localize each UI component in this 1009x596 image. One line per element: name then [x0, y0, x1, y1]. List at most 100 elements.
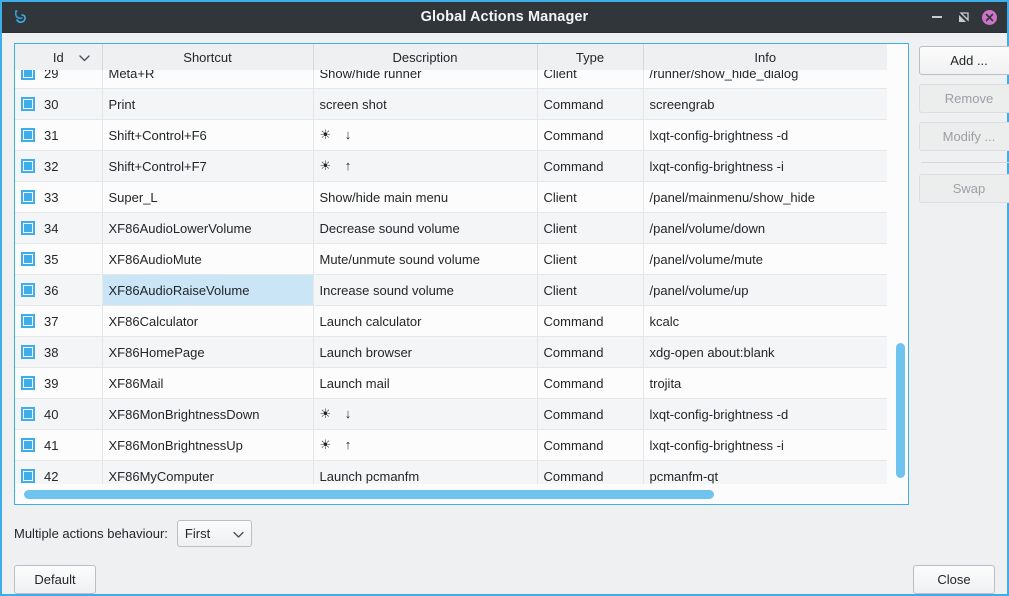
cell-description[interactable]: Mute/unmute sound volume	[313, 243, 538, 275]
cell-description[interactable]: ☀ ↓	[313, 398, 538, 430]
cell-id[interactable]: 29	[15, 70, 103, 89]
cell-shortcut[interactable]: XF86Mail	[102, 367, 314, 399]
row-enabled-checkbox[interactable]	[21, 283, 35, 297]
cell-type[interactable]: Command	[537, 150, 644, 182]
cell-id[interactable]: 31	[15, 119, 103, 151]
cell-info[interactable]: /panel/volume/down	[643, 212, 887, 244]
behaviour-select[interactable]: First	[176, 520, 252, 547]
column-header-info[interactable]: Info	[643, 44, 887, 71]
horizontal-scrollbar-thumb[interactable]	[24, 490, 714, 499]
cell-description[interactable]: ☀ ↑	[313, 429, 538, 461]
cell-description[interactable]: Launch mail	[313, 367, 538, 399]
cell-type[interactable]: Command	[537, 305, 644, 337]
cell-type[interactable]: Client	[537, 212, 644, 244]
vertical-scrollbar[interactable]	[893, 71, 907, 504]
cell-shortcut[interactable]: XF86AudioMute	[102, 243, 314, 275]
title-bar[interactable]: Global Actions Manager	[2, 2, 1007, 33]
column-header-id[interactable]: Id	[15, 44, 103, 71]
cell-info[interactable]: screengrab	[643, 88, 887, 120]
cell-description[interactable]: Launch calculator	[313, 305, 538, 337]
cell-info[interactable]: xdg-open about:blank	[643, 336, 887, 368]
cell-id[interactable]: 30	[15, 88, 103, 120]
cell-type[interactable]: Client	[537, 243, 644, 275]
row-enabled-checkbox[interactable]	[21, 469, 35, 483]
cell-id[interactable]: 38	[15, 336, 103, 368]
cell-description[interactable]: Show/hide main menu	[313, 181, 538, 213]
cell-info[interactable]: kcalc	[643, 305, 887, 337]
modify-button[interactable]: Modify ...	[919, 122, 1009, 151]
cell-id[interactable]: 35	[15, 243, 103, 275]
cell-shortcut[interactable]: Super_L	[102, 181, 314, 213]
row-enabled-checkbox[interactable]	[21, 376, 35, 390]
cell-description[interactable]: Decrease sound volume	[313, 212, 538, 244]
cell-info[interactable]: /panel/volume/up	[643, 274, 887, 306]
cell-info[interactable]: lxqt-config-brightness -i	[643, 429, 887, 461]
cell-shortcut[interactable]: Meta+R	[102, 70, 314, 89]
row-enabled-checkbox[interactable]	[21, 190, 35, 204]
cell-info[interactable]: trojita	[643, 367, 887, 399]
cell-id[interactable]: 41	[15, 429, 103, 461]
cell-type[interactable]: Command	[537, 336, 644, 368]
row-enabled-checkbox[interactable]	[21, 128, 35, 142]
cell-type[interactable]: Command	[537, 119, 644, 151]
remove-button[interactable]: Remove	[919, 84, 1009, 113]
cell-description[interactable]: Launch browser	[313, 336, 538, 368]
cell-type[interactable]: Command	[537, 429, 644, 461]
cell-shortcut[interactable]: Shift+Control+F7	[102, 150, 314, 182]
cell-info[interactable]: lxqt-config-brightness -d	[643, 119, 887, 151]
cell-id[interactable]: 34	[15, 212, 103, 244]
row-enabled-checkbox[interactable]	[21, 159, 35, 173]
row-enabled-checkbox[interactable]	[21, 70, 35, 80]
cell-info[interactable]: /panel/mainmenu/show_hide	[643, 181, 887, 213]
row-enabled-checkbox[interactable]	[21, 221, 35, 235]
cell-description[interactable]: screen shot	[313, 88, 538, 120]
cell-shortcut[interactable]: XF86MonBrightnessUp	[102, 429, 314, 461]
cell-id[interactable]: 37	[15, 305, 103, 337]
cell-description[interactable]: Increase sound volume	[313, 274, 538, 306]
row-enabled-checkbox[interactable]	[21, 345, 35, 359]
cell-description[interactable]: Show/hide runner	[313, 70, 538, 89]
shortcuts-table[interactable]: Id Shortcut Description Type Info	[14, 43, 909, 505]
cell-id[interactable]: 40	[15, 398, 103, 430]
cell-type[interactable]: Client	[537, 181, 644, 213]
close-button[interactable]: Close	[913, 565, 995, 594]
cell-shortcut[interactable]: XF86Calculator	[102, 305, 314, 337]
cell-shortcut[interactable]: Print	[102, 88, 314, 120]
default-button[interactable]: Default	[14, 565, 96, 594]
maximize-icon[interactable]	[955, 9, 971, 25]
row-enabled-checkbox[interactable]	[21, 97, 35, 111]
swap-button[interactable]: Swap	[919, 174, 1009, 203]
cell-description[interactable]: ☀ ↓	[313, 119, 538, 151]
cell-shortcut[interactable]: Shift+Control+F6	[102, 119, 314, 151]
minimize-icon[interactable]	[929, 9, 945, 25]
horizontal-scrollbar[interactable]	[16, 486, 894, 502]
cell-shortcut[interactable]: XF86AudioRaiseVolume	[102, 274, 314, 306]
cell-info[interactable]: /runner/show_hide_dialog	[643, 70, 887, 89]
column-header-shortcut[interactable]: Shortcut	[102, 44, 314, 71]
cell-type[interactable]: Command	[537, 398, 644, 430]
vertical-scrollbar-thumb[interactable]	[896, 343, 905, 478]
column-header-type[interactable]: Type	[537, 44, 644, 71]
cell-type[interactable]: Client	[537, 274, 644, 306]
cell-info[interactable]: lxqt-config-brightness -i	[643, 150, 887, 182]
cell-info[interactable]: lxqt-config-brightness -d	[643, 398, 887, 430]
row-enabled-checkbox[interactable]	[21, 407, 35, 421]
cell-shortcut[interactable]: XF86MonBrightnessDown	[102, 398, 314, 430]
cell-type[interactable]: Command	[537, 88, 644, 120]
add-button[interactable]: Add ...	[919, 46, 1009, 75]
cell-id[interactable]: 39	[15, 367, 103, 399]
row-enabled-checkbox[interactable]	[21, 438, 35, 452]
cell-info[interactable]: /panel/volume/mute	[643, 243, 887, 275]
cell-type[interactable]: Command	[537, 367, 644, 399]
